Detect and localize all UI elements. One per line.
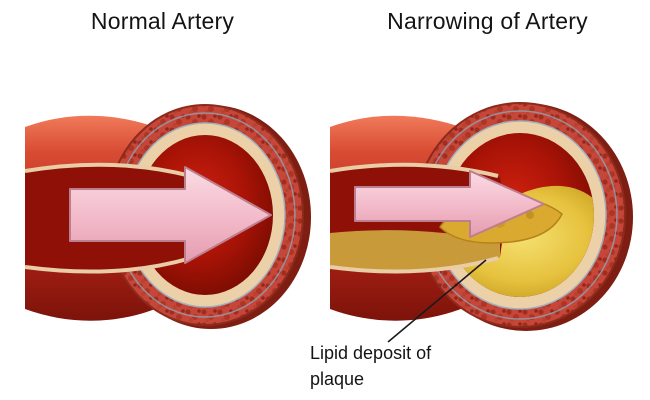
left-panel-title: Normal Artery bbox=[90, 8, 235, 34]
cut-edge-top bbox=[25, 162, 192, 178]
plaque-annotation-label: Lipid deposit of plaque bbox=[310, 343, 432, 390]
blood-flow-arrow bbox=[69, 166, 272, 264]
narrowed-artery-illustration bbox=[330, 102, 633, 331]
normal-artery-illustration bbox=[25, 104, 311, 329]
cut-edge-bottom bbox=[25, 256, 192, 274]
blood-flow-arrow bbox=[354, 170, 545, 238]
right-panel-title: Narrowing of Artery bbox=[387, 8, 588, 34]
cut-edge-top bbox=[330, 162, 499, 178]
